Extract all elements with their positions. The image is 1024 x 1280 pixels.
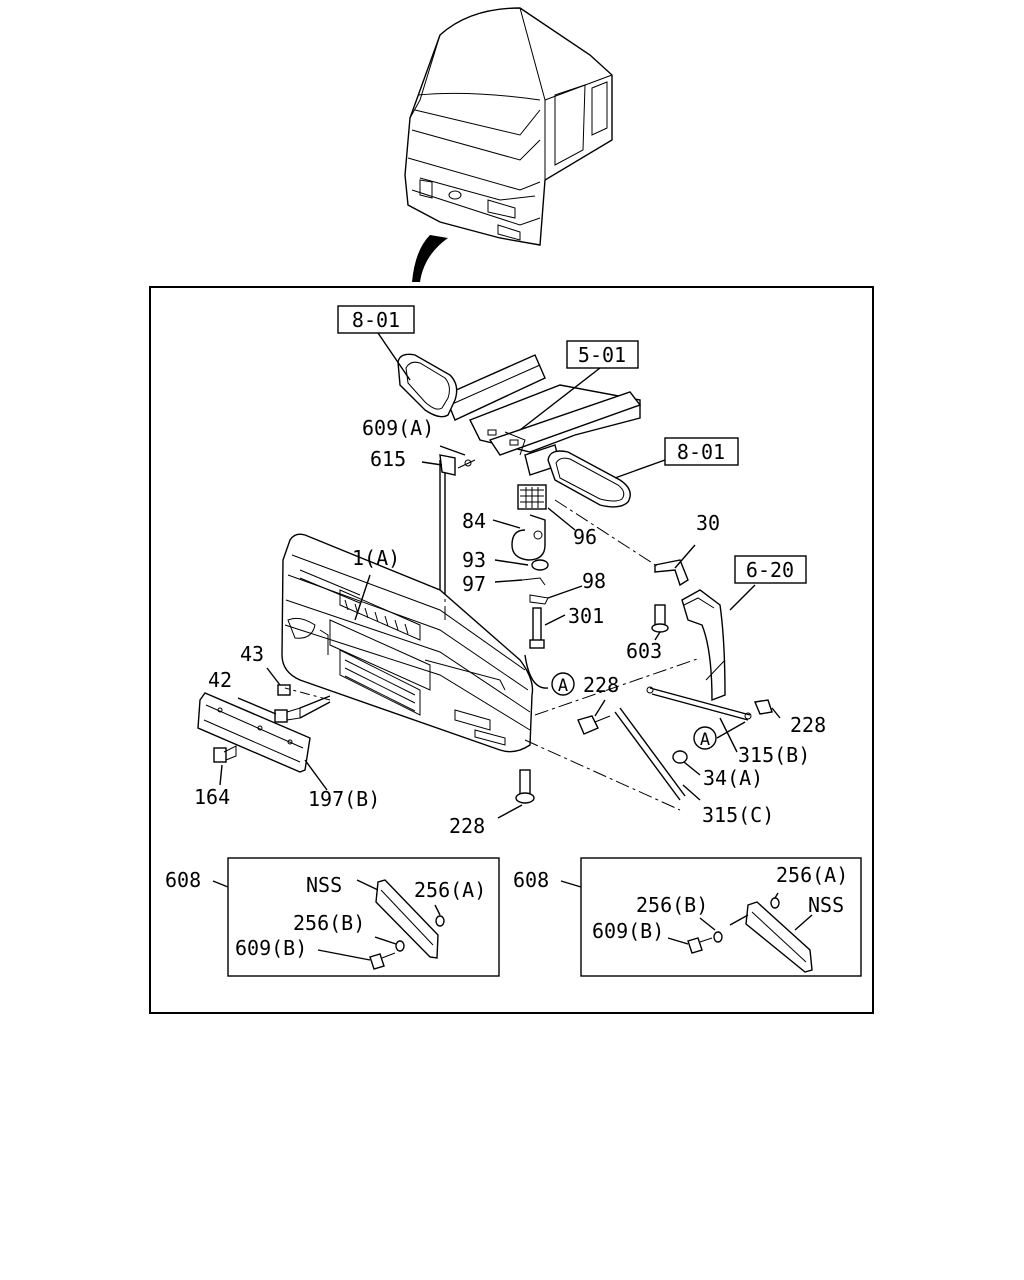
part-label-42: 42 (208, 668, 232, 692)
reference-box-5-01: 5-01 (566, 340, 639, 369)
part-label-608: 608 (513, 868, 549, 892)
part-label-615: 615 (370, 447, 406, 471)
reference-label: 8-01 (677, 440, 725, 464)
reference-label: 5-01 (578, 343, 626, 367)
right-bumper-bracket (547, 450, 631, 508)
bolts-42-43 (274, 684, 331, 723)
part-label-98: 98 (582, 569, 606, 593)
circle-marker-a: A (693, 726, 717, 750)
bolt-164 (213, 745, 237, 763)
part-label-34a: 34(A) (703, 766, 763, 790)
part-label-96: 96 (573, 525, 597, 549)
part-label-315c: 315(C) (702, 803, 774, 827)
svg-text:A: A (700, 730, 710, 750)
part-label-256a: 256(A) (776, 863, 848, 887)
stays-and-bolts (515, 659, 773, 804)
circle-marker-a: A (551, 672, 575, 696)
part-label-97: 97 (462, 572, 486, 596)
reference-box-6-20: 6-20 (734, 555, 807, 584)
part-label-603: 603 (626, 639, 662, 663)
part-label-256a: 256(A) (414, 878, 486, 902)
reference-box-8-01-right: 8-01 (664, 437, 739, 466)
part-label-30: 30 (696, 511, 720, 535)
air-duct (681, 589, 726, 702)
tow-hook-assembly (511, 484, 549, 649)
part-label-197b: 197(B) (308, 787, 380, 811)
left-bumper-bracket (397, 353, 458, 418)
part-label-256b: 256(B) (636, 893, 708, 917)
truck-cab-illustration (404, 7, 613, 282)
part-label-1a: 1(A) (352, 546, 400, 570)
part-label-609b: 609(B) (235, 936, 307, 960)
svg-text:A: A (558, 676, 568, 696)
part-label-nss: NSS (306, 873, 342, 897)
nss-bracket-left (375, 879, 439, 959)
front-bumper (281, 533, 534, 753)
inset-left: 608 NSS 256(A) 256(B) 609(B) (165, 857, 500, 977)
part-label-228: 228 (790, 713, 826, 737)
part-label-93: 93 (462, 548, 486, 572)
part-label-nss: NSS (808, 893, 844, 917)
main-diagram-frame (149, 286, 874, 1014)
part-label-315b: 315(B) (738, 743, 810, 767)
part-label-256b: 256(B) (293, 911, 365, 935)
reference-label: 6-20 (746, 558, 794, 582)
part-label-301: 301 (568, 604, 604, 628)
part-label-609a: 609(A) (362, 416, 434, 440)
license-plate-bracket (197, 692, 311, 773)
chassis-frame-illustration (444, 354, 642, 476)
reference-box-8-01-top: 8-01 (337, 305, 415, 334)
part-label-43: 43 (240, 642, 264, 666)
part-label-608: 608 (165, 868, 201, 892)
part-label-84: 84 (462, 509, 486, 533)
part-label-164: 164 (194, 785, 230, 809)
part-label-228: 228 (449, 814, 485, 838)
reference-label: 8-01 (352, 308, 400, 332)
mounting-bracket (654, 559, 689, 587)
leader-lines (219, 332, 781, 819)
part-label-228: 228 (583, 673, 619, 697)
part-label-609b: 609(B) (592, 919, 664, 943)
inset-right: 608 256(A) NSS 256(B) 609(B) (513, 857, 862, 977)
